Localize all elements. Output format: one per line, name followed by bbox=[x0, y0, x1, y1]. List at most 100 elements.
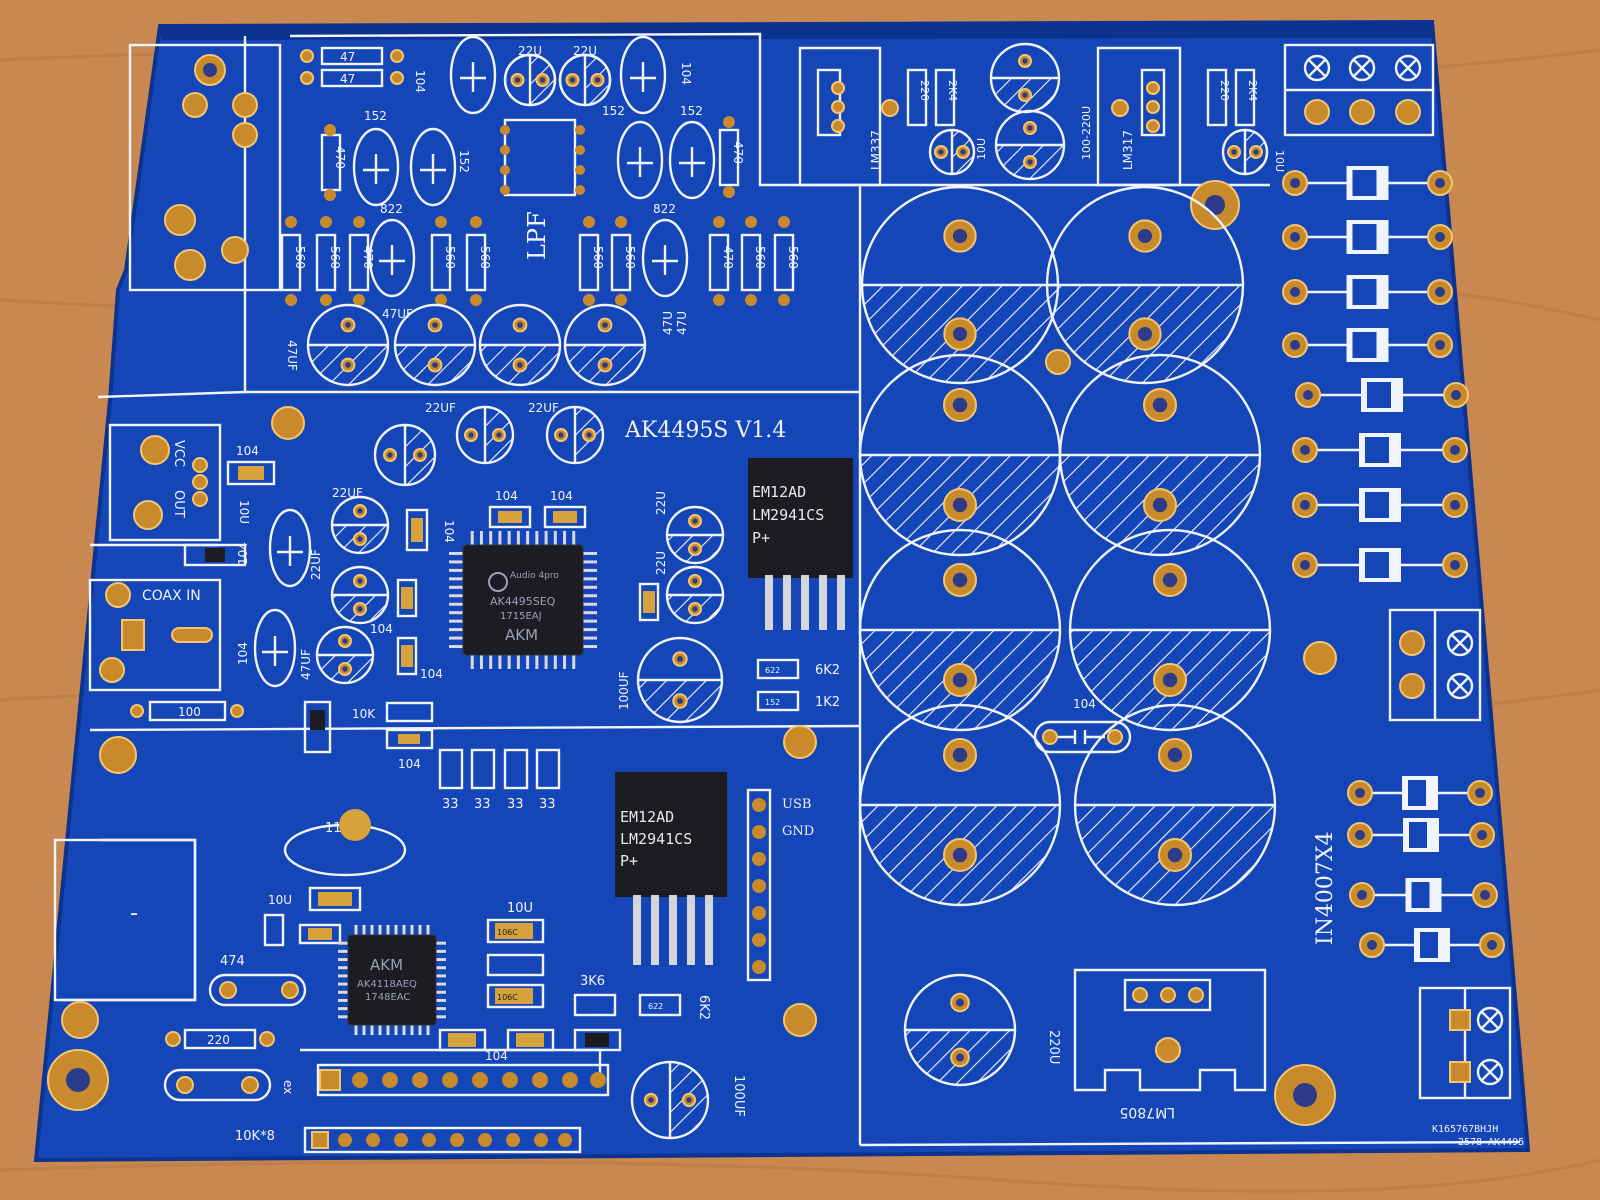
r33d-label: 33 bbox=[539, 797, 556, 812]
dac-brand-text: Audio 4pro bbox=[510, 571, 559, 581]
c22ufa-label: 22UF bbox=[425, 401, 456, 415]
bulk-capacitor-1 bbox=[860, 185, 1060, 385]
board-title: AK4495S V1.4 bbox=[624, 418, 786, 443]
cap-47uf-2 bbox=[393, 303, 477, 387]
bridge-diode-7 bbox=[1292, 488, 1468, 522]
serial-1-label: K165767BHJH bbox=[1432, 1124, 1498, 1135]
c10ud-label: 10U bbox=[268, 893, 292, 907]
smd-cap-104-top: 104 10U bbox=[226, 444, 276, 524]
cap-22u-b bbox=[558, 53, 612, 107]
cap-10u-b bbox=[1221, 128, 1269, 176]
c474-label: 474 bbox=[220, 954, 245, 969]
cap-22uf-e bbox=[330, 565, 390, 625]
r470a-label: 470 bbox=[333, 146, 347, 169]
in4007-diode-4 bbox=[1359, 928, 1505, 962]
r560e-label: 560 bbox=[591, 246, 605, 269]
r6k2b-label: 6K2 bbox=[696, 995, 711, 1020]
bridge-diode-3 bbox=[1282, 275, 1453, 309]
rectifier-diodes bbox=[1282, 166, 1505, 962]
in4007-diode-3 bbox=[1349, 878, 1498, 912]
r560g-label: 560 bbox=[753, 246, 767, 269]
c152a-label: 152 bbox=[364, 109, 387, 123]
ex-label: ex bbox=[281, 1080, 295, 1094]
lpf-label: LPF bbox=[523, 211, 551, 260]
lm7805-label: LM7805 bbox=[1119, 1104, 1175, 1120]
cap-22uf-d bbox=[330, 495, 390, 555]
cap-22uf-b bbox=[455, 405, 515, 465]
in4007-diode-1 bbox=[1347, 776, 1493, 810]
r470c-label: 470 bbox=[361, 246, 375, 269]
rx-maker-text: AKM bbox=[370, 956, 403, 974]
cap-22u-a bbox=[503, 53, 557, 107]
c104l-label: 104 bbox=[398, 757, 421, 771]
lm7805-regulator: LM7805 bbox=[1073, 968, 1267, 1120]
c22ufd-label: 22UF bbox=[309, 549, 323, 580]
c10uc-label: 10U bbox=[237, 500, 251, 524]
in4007-diode-2 bbox=[1347, 818, 1495, 852]
cap-47uf-4 bbox=[563, 303, 647, 387]
bulk-capacitor-6 bbox=[1068, 528, 1272, 732]
smd-row-104: 104 104 104 104 104 bbox=[370, 489, 660, 681]
r470b-label: 470 bbox=[731, 141, 745, 164]
bulk-capacitor-4 bbox=[1058, 353, 1262, 557]
c10ub-label: 10U bbox=[1273, 150, 1286, 172]
c104m-label: 104 bbox=[485, 1049, 508, 1063]
reg2-line2: LM2941CS bbox=[620, 830, 692, 848]
reg2-line3: P+ bbox=[620, 852, 638, 870]
coax-in-label: COAX IN bbox=[142, 588, 201, 604]
bulk-capacitor-2 bbox=[1045, 185, 1245, 385]
lm337-regulator: LM337 220 2K4 10U bbox=[798, 46, 988, 187]
ak4118-receiver-chip: AKM AK4118AEQ 1748EAC bbox=[338, 925, 446, 1035]
smd-106a: 106C bbox=[497, 928, 518, 937]
r47a-label: 47 bbox=[340, 50, 355, 64]
r470d-label: 470 bbox=[721, 246, 735, 269]
c47ub-label: 47U bbox=[675, 311, 689, 335]
cap-100uf-b bbox=[630, 1060, 710, 1140]
r33a-label: 33 bbox=[442, 797, 459, 812]
minus-label: - bbox=[130, 901, 138, 926]
r560f-label: 560 bbox=[623, 246, 637, 269]
lm317-label: LM317 bbox=[1121, 130, 1135, 170]
cap-lm337-out-2 bbox=[994, 109, 1066, 181]
c104h-label: 104 bbox=[420, 667, 443, 681]
out-label: OUT bbox=[171, 490, 186, 518]
top-left-connector bbox=[128, 43, 282, 292]
bridge-diode-2 bbox=[1282, 220, 1453, 254]
bridge-diode-8 bbox=[1292, 548, 1468, 582]
c104d-label: 104 bbox=[495, 489, 518, 503]
c22ud-label: 22U bbox=[654, 551, 668, 575]
dac-maker-text: AKM bbox=[505, 626, 538, 644]
reg1-line1: EM12AD bbox=[752, 483, 806, 501]
film-cap-104: 104 bbox=[1033, 697, 1132, 754]
c104a-label: 104 bbox=[413, 70, 427, 93]
transformer-outline: - bbox=[53, 736, 197, 1039]
r10k-label: 10K bbox=[352, 707, 376, 721]
r100-label: 100 bbox=[178, 705, 201, 719]
rx-code-text: 1748EAC bbox=[365, 992, 410, 1003]
r1k2-label: 1K2 bbox=[815, 695, 840, 710]
c152b-label: 152 bbox=[457, 150, 471, 173]
r33c-label: 33 bbox=[507, 797, 524, 812]
c22ufb-label: 22UF bbox=[528, 401, 559, 415]
gnd-label: GND bbox=[782, 824, 814, 839]
r33b-label: 33 bbox=[474, 797, 491, 812]
c100ufa-label: 100UF bbox=[617, 671, 631, 710]
bridge-diode-1 bbox=[1282, 166, 1453, 200]
r560b-label: 560 bbox=[328, 246, 342, 269]
lm2941-regulator-2: EM12AD LM2941CS P+ bbox=[615, 772, 727, 965]
r220c-label: 220 bbox=[207, 1033, 230, 1047]
cap-47uf-3 bbox=[478, 303, 562, 387]
usb-label: USB bbox=[782, 797, 811, 812]
usb-header: USB GND bbox=[746, 788, 814, 982]
cap-22u-c bbox=[665, 505, 725, 565]
pcb-substrate bbox=[33, 19, 1531, 1163]
c100-220u-label: 100-220U bbox=[1080, 106, 1093, 160]
r220b-label: 220 bbox=[1218, 80, 1231, 101]
coax-in-connector: COAX IN bbox=[88, 578, 222, 692]
c104-film-label: 104 bbox=[1073, 697, 1096, 711]
cap-47uf-c bbox=[315, 625, 375, 685]
reg2-line1: EM12AD bbox=[620, 808, 674, 826]
c47ufb-label: 47UF bbox=[285, 340, 299, 371]
lower-left-parts: 100 10K 104 33 33 33 33 11 10U 474 220 e… bbox=[130, 700, 561, 1144]
